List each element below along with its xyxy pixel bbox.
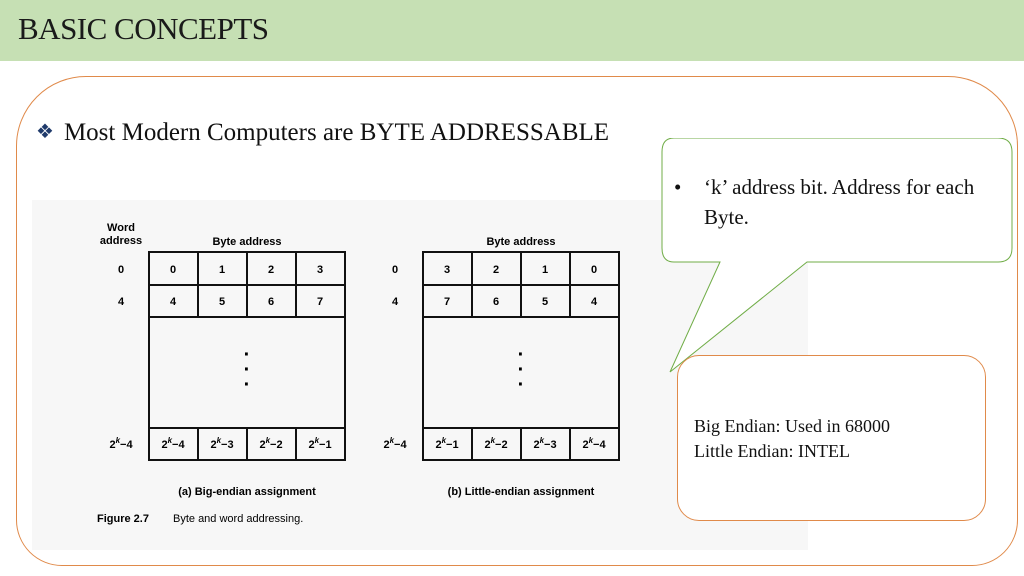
svg-text:·: · bbox=[244, 359, 251, 381]
little-endian-row-1: 7 6 5 4 bbox=[444, 296, 598, 308]
word-address-4: 4 bbox=[118, 296, 125, 308]
byte-cell: 2k−3 bbox=[210, 436, 233, 451]
little-endian-ellipsis: · · · bbox=[518, 344, 525, 396]
byte-cell: 2k−4 bbox=[161, 436, 185, 451]
callout-bullet-text: ‘k’ address bit. Address for each Byte. bbox=[704, 175, 975, 229]
figure-caption: Byte and word addressing. bbox=[173, 513, 303, 525]
byte-cell: 3 bbox=[317, 264, 323, 276]
big-endian-row-1: 4 5 6 7 bbox=[170, 296, 323, 308]
byte-cell: 2k−4 bbox=[582, 436, 606, 451]
bullet-dot-icon: • bbox=[674, 175, 682, 199]
word-address-0: 0 bbox=[118, 264, 124, 276]
figure-label: Figure 2.7 bbox=[97, 513, 149, 525]
byte-cell: 7 bbox=[444, 296, 450, 308]
little-endian-note: Little Endian: INTEL bbox=[694, 441, 850, 461]
big-endian-ellipsis: · · · bbox=[244, 344, 251, 396]
byte-cell: 4 bbox=[170, 296, 177, 308]
big-endian-grid bbox=[148, 251, 346, 461]
title-bar: BASIC CONCEPTS bbox=[0, 0, 1024, 61]
word-address-last-right: 2k−4 bbox=[383, 436, 407, 451]
svg-text:·: · bbox=[518, 359, 525, 381]
svg-text:·: · bbox=[244, 344, 251, 366]
byte-cell: 2k−2 bbox=[484, 436, 507, 451]
little-endian-grid bbox=[422, 251, 620, 461]
byte-cell: 2 bbox=[493, 264, 499, 276]
content-frame bbox=[16, 76, 1018, 566]
byte-cell: 0 bbox=[170, 264, 176, 276]
byte-cell: 7 bbox=[317, 296, 323, 308]
byte-cell: 5 bbox=[542, 296, 548, 308]
byte-cell: 0 bbox=[591, 264, 597, 276]
little-endian-byte-address-header: Byte address bbox=[486, 236, 555, 248]
diamond-bullet-icon: ❖ bbox=[36, 121, 54, 143]
byte-cell: 2k−1 bbox=[435, 436, 458, 451]
byte-cell: 1 bbox=[219, 264, 225, 276]
byte-cell: 3 bbox=[444, 264, 450, 276]
svg-text:·: · bbox=[518, 344, 525, 366]
word-address-4-right: 4 bbox=[392, 296, 399, 308]
callout-text: • ‘k’ address bit. Address for each Byte… bbox=[674, 172, 994, 232]
big-endian-note: Big Endian: Used in 68000 bbox=[694, 416, 890, 436]
big-endian-byte-address-header: Byte address bbox=[212, 236, 281, 248]
main-bullet: ❖ Most Modern Computers are BYTE ADDRESSA… bbox=[36, 119, 609, 147]
callout-shape bbox=[661, 138, 1013, 373]
byte-cell: 2k−3 bbox=[533, 436, 556, 451]
byte-cell: 5 bbox=[219, 296, 225, 308]
big-endian-last-row: 2k−4 2k−3 2k−2 2k−1 bbox=[161, 436, 331, 451]
byte-cell: 2 bbox=[268, 264, 274, 276]
byte-cell: 4 bbox=[591, 296, 598, 308]
word-address-header-line2: address bbox=[100, 235, 142, 247]
callout-bubble: • ‘k’ address bit. Address for each Byte… bbox=[660, 138, 1016, 378]
byte-cell: 6 bbox=[268, 296, 274, 308]
word-address-0-right: 0 bbox=[392, 264, 398, 276]
byte-cell: 2k−1 bbox=[308, 436, 331, 451]
byte-cell: 1 bbox=[542, 264, 548, 276]
byte-cell: 6 bbox=[493, 296, 499, 308]
word-address-header-line1: Word bbox=[107, 222, 135, 234]
word-address-last: 2k−4 bbox=[109, 436, 133, 451]
big-endian-caption: (a) Big-endian assignment bbox=[178, 486, 316, 498]
big-endian-row-0: 0 1 2 3 bbox=[170, 264, 323, 276]
slide-title: BASIC CONCEPTS bbox=[18, 11, 269, 46]
little-endian-caption: (b) Little-endian assignment bbox=[448, 486, 595, 498]
little-endian-last-row: 2k−1 2k−2 2k−3 2k−4 bbox=[435, 436, 606, 451]
endian-note-box: Big Endian: Used in 68000 Little Endian:… bbox=[677, 355, 986, 521]
svg-text:·: · bbox=[518, 374, 525, 396]
little-endian-row-0: 3 2 1 0 bbox=[444, 264, 597, 276]
main-bullet-text: Most Modern Computers are BYTE ADDRESSAB… bbox=[63, 119, 610, 146]
byte-cell: 2k−2 bbox=[259, 436, 282, 451]
svg-text:·: · bbox=[244, 374, 251, 396]
